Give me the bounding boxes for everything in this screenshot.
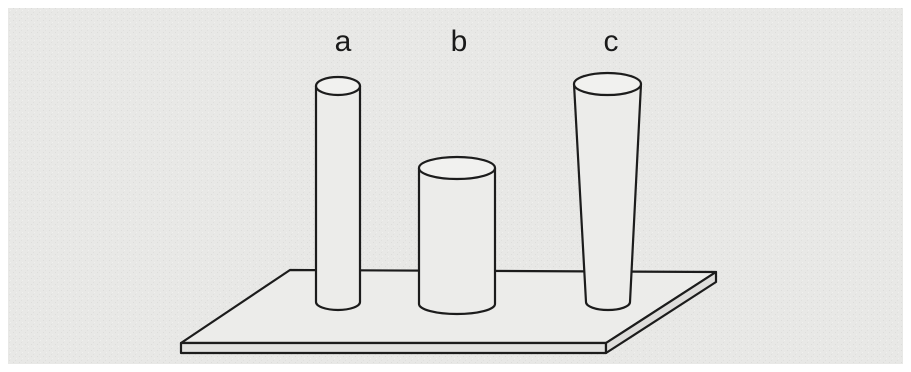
vessel-c — [572, 71, 643, 312]
cylinder-a — [314, 75, 362, 312]
cylinder-b — [417, 155, 497, 316]
label-c: c — [604, 25, 619, 58]
label-b: b — [451, 25, 468, 58]
label-a: a — [335, 25, 352, 58]
